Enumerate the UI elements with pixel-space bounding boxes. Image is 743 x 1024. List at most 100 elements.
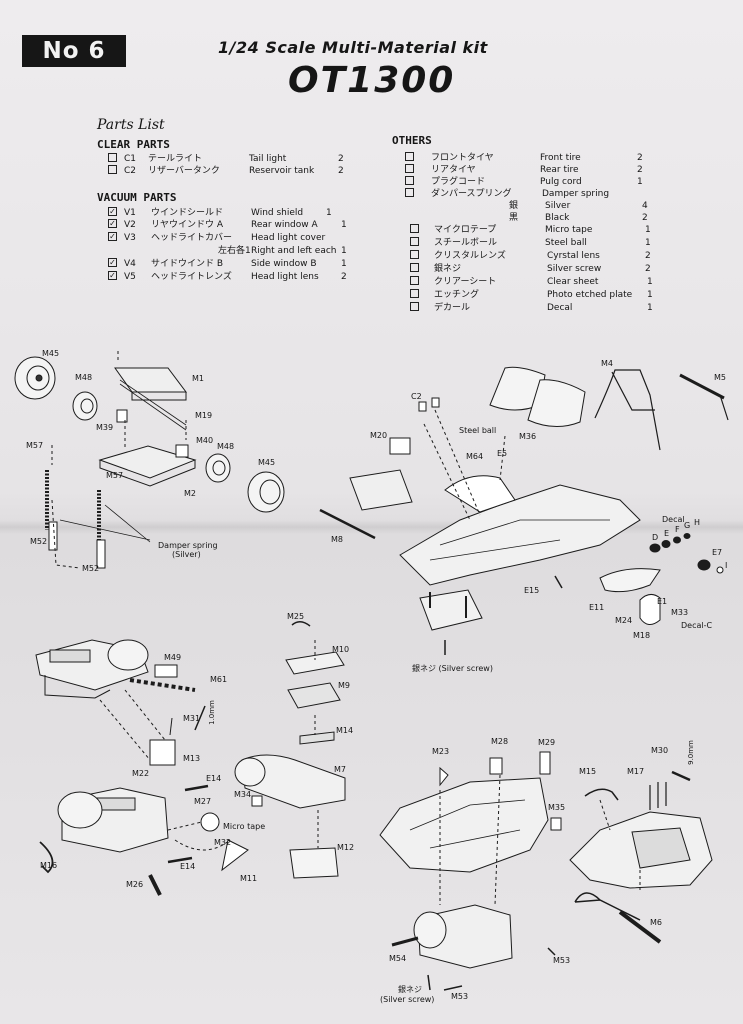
list-item: C1 テールライト Tail light 2 [108, 153, 358, 165]
callout-label: E15 [524, 586, 540, 595]
checkbox[interactable] [410, 289, 419, 298]
callout-label: M17 [627, 767, 645, 776]
part-name-jp: ヘッドライトレンズ [151, 272, 232, 282]
part-name-en: Pulg cord [540, 177, 582, 187]
part-qty: 2 [645, 264, 651, 274]
checkbox[interactable] [405, 176, 414, 185]
callout-label: Micro tape [223, 822, 266, 831]
rear-suspension-assembly [14, 350, 285, 569]
callout-label: M49 [164, 653, 182, 662]
callout-label: M52 [82, 564, 100, 573]
checkbox[interactable] [410, 302, 419, 311]
part-code: V3 [124, 233, 136, 243]
callout-label: M45 [42, 349, 60, 358]
callout-label: 銀ネジ (Silver screw) [412, 664, 493, 673]
part-name-jp: リヤウインドウ A [151, 220, 224, 230]
callout-label: C2 [411, 392, 422, 401]
callout-label: M54 [389, 954, 407, 963]
list-item: 銀ネジ Silver screw 2 [410, 263, 660, 275]
checkbox[interactable] [410, 250, 419, 259]
checkbox[interactable] [410, 224, 419, 233]
part-name-en: Tail light [249, 154, 287, 164]
kit-subtitle: 1/24 Scale Multi-Material kit [218, 38, 488, 57]
part-code: V1 [124, 208, 136, 218]
list-item: ✓ V3 ヘッドライトカバー Head light cover [108, 232, 358, 244]
list-item: スチールボール Steel ball 1 [410, 237, 660, 249]
checkbox[interactable] [405, 164, 414, 173]
checkbox-checked[interactable]: ✓ [108, 258, 117, 267]
part-name-en: Cyrstal lens [547, 251, 600, 261]
part-name-en: Steel ball [545, 238, 587, 248]
part-name-en: Rear tire [540, 165, 579, 175]
checkbox-checked[interactable]: ✓ [108, 219, 117, 228]
part-name-en: Silver screw [547, 264, 602, 274]
part-qty: 1 [341, 220, 347, 230]
list-item: ✓ V2 リヤウインドウ A Rear window A 1 [108, 219, 358, 231]
checkbox[interactable] [405, 188, 414, 197]
checkbox[interactable] [410, 237, 419, 246]
step-badge: No 6 [22, 35, 126, 67]
list-item: ✓ V1 ウインドシールド Wind shield 1 [108, 207, 358, 219]
part-qty: 2 [637, 165, 643, 175]
part-name-en: Decal [547, 303, 573, 313]
part-name-en: Silver [545, 201, 571, 211]
checkbox-checked[interactable]: ✓ [108, 271, 117, 280]
part-name-en: Clear sheet [547, 277, 599, 287]
callout-label: 1.0mm [207, 700, 216, 725]
part-qty: 1 [647, 277, 653, 287]
part-name-jp: 黒 [509, 213, 519, 223]
part-name-jp: スチールボール [434, 238, 498, 248]
callout-label: M23 [432, 747, 450, 756]
part-code: C1 [124, 154, 137, 164]
callout-label: M48 [75, 373, 93, 382]
checkbox[interactable] [410, 263, 419, 272]
callout-label: M64 [466, 452, 484, 461]
callout-label: M12 [337, 843, 355, 852]
part-qty: 1 [645, 225, 651, 235]
list-item: ダンパースプリング Damper spring [405, 188, 655, 200]
callout-label: M8 [331, 535, 343, 544]
callout-label: 銀ネジ [398, 985, 422, 994]
callout-label: G [684, 521, 691, 530]
clear-parts-heading: CLEAR PARTS [97, 138, 170, 151]
part-qty: 2 [341, 272, 347, 282]
part-code: V4 [124, 259, 136, 269]
part-name-en: Reservoir tank [249, 166, 315, 176]
checkbox[interactable] [405, 152, 414, 161]
list-item: クリアーシート Clear sheet 1 [410, 276, 660, 288]
part-code: V2 [124, 220, 136, 230]
callout-label: (Silver) [172, 550, 201, 559]
part-name-en: Wind shield [251, 208, 304, 218]
callout-label: M24 [615, 616, 633, 625]
callout-label: H [694, 518, 701, 527]
checkbox-checked[interactable]: ✓ [108, 232, 117, 241]
parts-list-heading: Parts List [97, 117, 165, 133]
checkbox[interactable] [410, 276, 419, 285]
checkbox[interactable] [108, 153, 117, 162]
part-code: V5 [124, 272, 136, 282]
callout-label: M15 [579, 767, 597, 776]
part-name-jp: クリアーシート [434, 277, 497, 287]
checkbox[interactable] [108, 165, 117, 174]
list-item: C2 リザーバータンク Reservoir tank 2 [108, 165, 358, 177]
callout-label: E14 [206, 774, 222, 783]
part-qty: 1 [647, 303, 653, 313]
list-item: プラグコード Pulg cord 1 [405, 176, 655, 188]
part-name-jp: 銀 [509, 201, 519, 211]
callout-label: M18 [633, 631, 651, 640]
part-name-jp: プラグコード [431, 177, 486, 187]
callout-label: M57 [26, 441, 44, 450]
callout-label: D [652, 533, 659, 542]
callout-label: Damper spring [158, 541, 218, 550]
callout-label: M20 [370, 431, 388, 440]
list-item: ✓ V5 ヘッドライトレンズ Head light lens 2 [108, 271, 358, 283]
part-name-jp: ダンパースプリング [431, 189, 512, 199]
callout-label: M5 [714, 373, 726, 382]
checkbox-checked[interactable]: ✓ [108, 207, 117, 216]
part-name-en: Head light lens [251, 272, 319, 282]
callout-label: M13 [183, 754, 201, 763]
callout-label: E [664, 529, 670, 538]
part-name-jp: クリスタルレンズ [434, 251, 506, 261]
list-item: デカール Decal 1 [410, 302, 660, 314]
part-name-jp: マイクロテープ [434, 225, 497, 235]
